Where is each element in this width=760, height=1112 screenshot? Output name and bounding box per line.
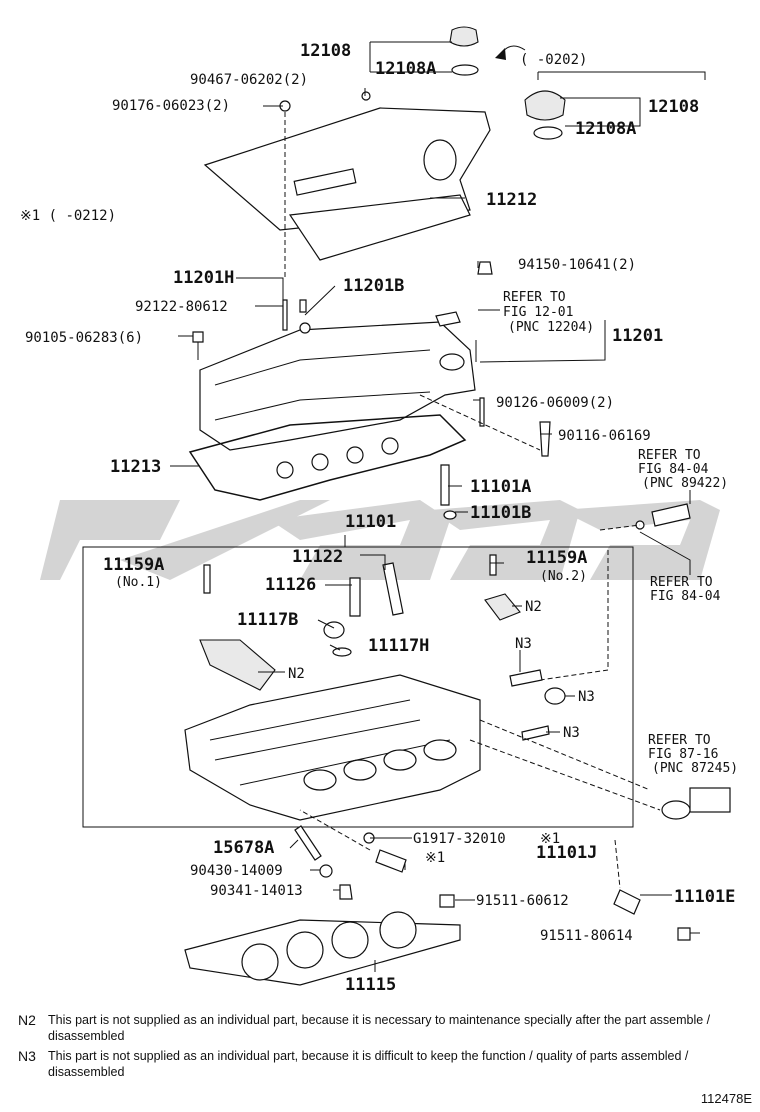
label-11101b[interactable]: 11101B: [470, 503, 531, 523]
cylinder-head-group-frame: [82, 546, 634, 828]
label-mark1-b: ※1: [425, 850, 445, 866]
ref1-line1: REFER TO: [503, 290, 566, 305]
ref3-line1: REFER TO: [650, 575, 713, 590]
label-11201h[interactable]: 11201H: [173, 268, 234, 288]
footnotes: N2 This part is not supplied as an indiv…: [18, 1012, 738, 1084]
label-no2: (No.2): [540, 569, 587, 584]
label-91511-80614[interactable]: 91511-80614: [540, 928, 633, 944]
note-n3-key: N3: [18, 1048, 36, 1064]
label-11159a-no2[interactable]: 11159A: [526, 548, 587, 568]
ref2-line2[interactable]: FIG 84-04: [638, 462, 709, 477]
label-11201b[interactable]: 11201B: [343, 276, 404, 296]
label-11101a[interactable]: 11101A: [470, 477, 531, 497]
label-11159a-no1[interactable]: 11159A: [103, 555, 164, 575]
label-90105[interactable]: 90105-06283(6): [25, 330, 143, 346]
label-90176[interactable]: 90176-06023(2): [112, 98, 230, 114]
ref4-line1: REFER TO: [648, 733, 711, 748]
hose-clamp-icon: [661, 787, 731, 820]
label-11212[interactable]: 11212: [486, 190, 537, 210]
label-11115[interactable]: 11115: [345, 975, 396, 995]
label-n3-a: N3: [515, 636, 532, 652]
note-n2-key: N2: [18, 1012, 36, 1028]
label-11101e[interactable]: 11101E: [674, 887, 735, 907]
label-range-cap: ( -0202): [520, 52, 587, 68]
label-90126[interactable]: 90126-06009(2): [496, 395, 614, 411]
label-12108[interactable]: 12108: [300, 41, 351, 61]
label-g1917[interactable]: G1917-32010: [413, 831, 506, 847]
ref2-line1: REFER TO: [638, 448, 701, 463]
ref3-line2[interactable]: FIG 84-04: [650, 589, 721, 604]
ref1-line2[interactable]: FIG 12-01: [503, 305, 573, 320]
label-91511-60612[interactable]: 91511-60612: [476, 893, 569, 909]
ref2-line3: (PNC 89422): [642, 476, 728, 491]
note-n3: N3 This part is not supplied as an indiv…: [18, 1048, 738, 1080]
note-n2-text: This part is not supplied as an individu…: [48, 1013, 711, 1043]
label-n2-b: N2: [288, 666, 305, 682]
label-11117h[interactable]: 11117H: [368, 636, 429, 656]
note-n2: N2 This part is not supplied as an indiv…: [18, 1012, 738, 1044]
label-no1: (No.1): [115, 575, 162, 590]
label-n3-c: N3: [563, 725, 580, 741]
label-11117b[interactable]: 11117B: [237, 610, 298, 630]
label-11101j[interactable]: 11101J: [536, 843, 597, 863]
oil-filler-cap-variant-icon: [524, 90, 566, 140]
ref1-line3: (PNC 12204): [508, 320, 594, 335]
label-12108a[interactable]: 12108A: [375, 59, 436, 79]
part-labels: 12108 12108A ( -0202) 12108 12108A 90467…: [20, 41, 738, 995]
label-90467[interactable]: 90467-06202(2): [190, 72, 308, 88]
label-n2-a: N2: [525, 599, 542, 615]
label-90430[interactable]: 90430-14009: [190, 863, 283, 879]
label-12108a-variant[interactable]: 12108A: [575, 119, 636, 139]
label-15678a[interactable]: 15678A: [213, 838, 274, 858]
cylinder-head-icon: [184, 674, 481, 821]
ref4-line2[interactable]: FIG 87-16: [648, 747, 718, 762]
cylinder-head-cover-icon: [199, 321, 476, 451]
label-mark1-a: ※1: [540, 831, 560, 847]
label-94150[interactable]: 94150-10641(2): [518, 257, 636, 273]
label-11201[interactable]: 11201: [612, 326, 663, 346]
head-gasket-icon: [184, 911, 461, 986]
label-11122[interactable]: 11122: [292, 547, 343, 567]
label-92122[interactable]: 92122-80612: [135, 299, 228, 315]
figure-code: 112478E: [700, 1091, 752, 1106]
label-n3-b: N3: [578, 689, 595, 705]
ref4-line3: (PNC 87245): [652, 761, 738, 776]
label-12108-variant[interactable]: 12108: [648, 97, 699, 117]
label-90341[interactable]: 90341-14013: [210, 883, 303, 899]
label-11213[interactable]: 11213: [110, 457, 161, 477]
label-11126[interactable]: 11126: [265, 575, 316, 595]
label-range-cover: ※1 ( -0212): [20, 208, 116, 224]
oil-filler-cap-icon: [449, 26, 479, 76]
head-cover-gasket-icon: [188, 414, 467, 501]
engine-cover-icon: [203, 107, 491, 261]
note-n3-text: This part is not supplied as an individu…: [48, 1049, 689, 1079]
label-90116[interactable]: 90116-06169: [558, 428, 651, 444]
label-11101[interactable]: 11101: [345, 512, 396, 532]
